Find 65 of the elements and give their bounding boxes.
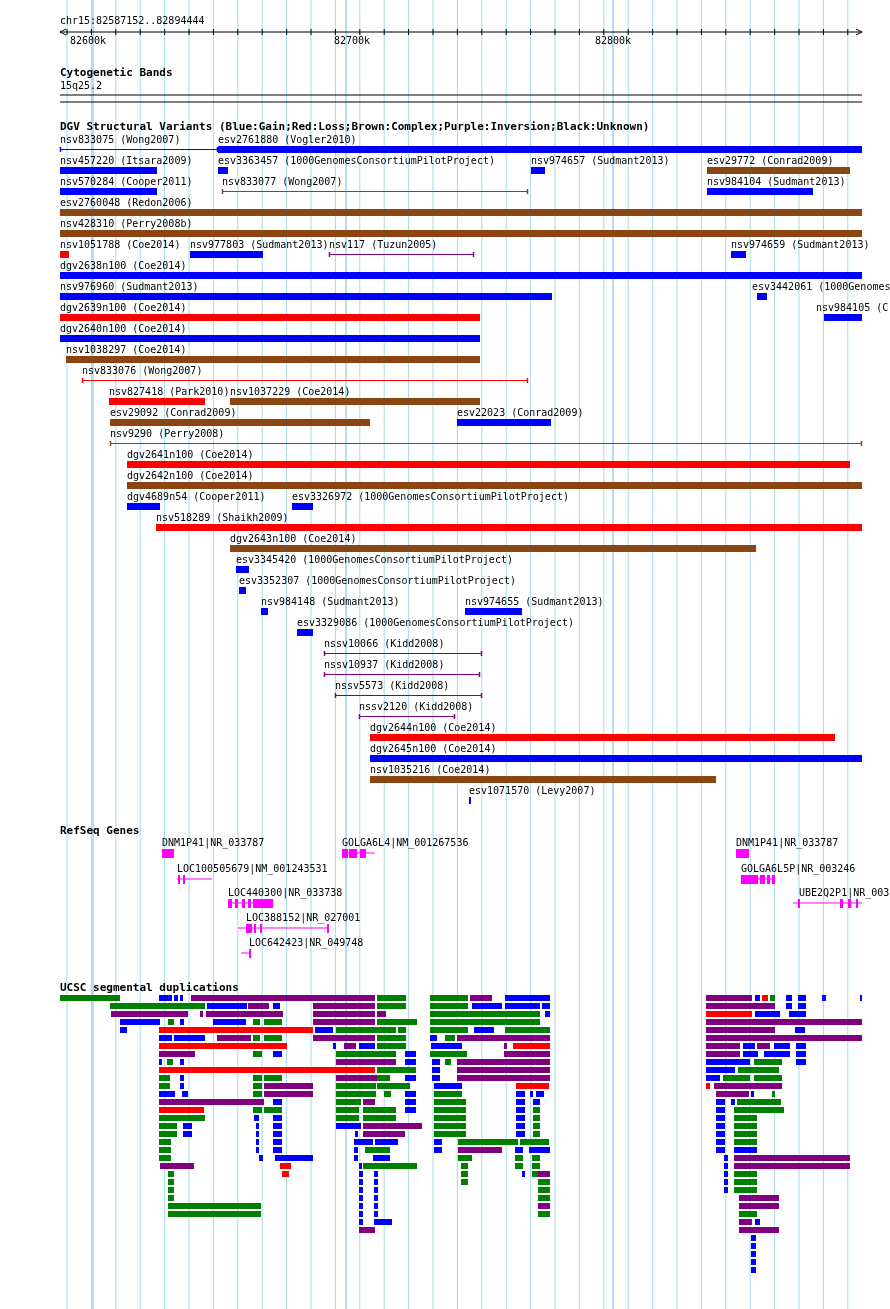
coordinate-label: chr15:82587152..82894444 [60, 15, 205, 27]
variant-label: nsv117 (Tuzun2005) [329, 239, 438, 251]
variant-label: nsv1051788 (Coe2014) [60, 239, 181, 251]
variant-label: dgv2641n100 (Coe2014) [127, 449, 254, 461]
variant-label: nssv10937 (Kidd2008) [324, 659, 445, 671]
gene-label: LOC100505679|NM_001243531 [177, 863, 328, 875]
gene-label: GOLGA6L4|NM_001267536 [342, 837, 469, 849]
variant-label: esv3345420 (1000GenomesConsortiumPilotProject) [236, 554, 513, 566]
variant-label: esv3352307 (1000GenomesConsortiumPilotProject) [239, 575, 516, 587]
track-title: UCSC segmental duplications [60, 982, 239, 994]
variant-label: nssv2120 (Kidd2008) [359, 701, 474, 713]
gene-label: DNM1P41|NR_033787 [162, 837, 265, 849]
variant-label: nsv570284 (Cooper2011) [60, 176, 193, 188]
variant-label: esv22023 (Conrad2009) [457, 407, 584, 419]
variant-label: nsv984105 (C [816, 302, 889, 314]
tick-label: 82700k [334, 35, 371, 47]
variant-label: esv1071570 (Levy2007) [469, 785, 596, 797]
variant-label: nsv833075 (Wong2007) [60, 134, 181, 146]
tick-label: 82800k [595, 35, 632, 47]
variant-label: nsv833077 (Wong2007) [222, 176, 343, 188]
variant-label: esv3329086 (1000GenomesConsortiumPilotProject) [297, 617, 574, 629]
variant-label: dgv4689n54 (Cooper2011) [127, 491, 266, 503]
variant-label: esv3326972 (1000GenomesConsortiumPilotProject) [292, 491, 569, 503]
track-title: Cytogenetic Bands [60, 67, 173, 79]
variant-label: nsv976960 (Sudmant2013) [60, 281, 199, 293]
variant-label: dgv2638n100 (Coe2014) [60, 260, 187, 272]
variant-label: nsv428310 (Perry2008b) [60, 218, 193, 230]
gene-label: DNM1P41|NR_033787 [736, 837, 839, 849]
variant-label: dgv2640n100 (Coe2014) [60, 323, 187, 335]
variant-label: nsv984104 (Sudmant2013) [707, 176, 846, 188]
track-title: RefSeq Genes [60, 825, 140, 837]
variant-label: dgv2645n100 (Coe2014) [370, 743, 497, 755]
variant-label: dgv2639n100 (Coe2014) [60, 302, 187, 314]
variant-label: esv3363457 (1000GenomesConsortiumPilotProject) [218, 155, 495, 167]
variant-label: nsv827418 (Park2010) [109, 386, 230, 398]
variant-label: nssv5573 (Kidd2008) [335, 680, 450, 692]
variant-label: dgv2642n100 (Coe2014) [127, 470, 254, 482]
variant-label: nsv974655 (Sudmant2013) [465, 596, 604, 608]
variant-label: esv3442061 (1000Genomes [752, 281, 890, 293]
variant-label: nsv1035216 (Coe2014) [370, 764, 491, 776]
variant-label: nsv974657 (Sudmant2013) [531, 155, 670, 167]
variant-label: dgv2644n100 (Coe2014) [370, 722, 497, 734]
gene-label: UBE2Q2P1|NR_003 [799, 887, 890, 899]
variant-label: nsv833076 (Wong2007) [82, 365, 203, 377]
variant-label: esv2760048 (Redon2006) [60, 197, 193, 209]
variant-label: nsv9290 (Perry2008) [110, 428, 225, 440]
gene-label: GOLGA6L5P|NR_003246 [741, 863, 856, 875]
variant-label: nsv977803 (Sudmant2013) [190, 239, 329, 251]
variant-label: nsv1037229 (Coe2014) [230, 386, 351, 398]
variant-label: nsv974659 (Sudmant2013) [731, 239, 870, 251]
tick-label: 82600k [70, 35, 107, 47]
gene-label: LOC440300|NR_033738 [228, 887, 343, 899]
variant-label: nsv984148 (Sudmant2013) [261, 596, 400, 608]
variant-label: nsv1038297 (Coe2014) [66, 344, 187, 356]
gene-label: LOC388152|NR_027001 [246, 912, 361, 924]
band-label: 15q25.2 [60, 80, 103, 92]
variant-label: esv29772 (Conrad2009) [707, 155, 834, 167]
variant-label: esv29092 (Conrad2009) [110, 407, 237, 419]
track-title: DGV Structural Variants (Blue:Gain;Red:Loss;Brown:Complex;Purple:Inversion;Black:Unknown) [60, 121, 650, 133]
variant-label: dgv2643n100 (Coe2014) [230, 533, 357, 545]
gene-label: LOC642423|NR_049748 [249, 937, 364, 949]
variant-label: nsv518289 (Shaikh2009) [156, 512, 289, 524]
variant-label: nssv10066 (Kidd2008) [324, 638, 445, 650]
variant-label: nsv457220 (Itsara2009) [60, 155, 193, 167]
variant-label: esv2761880 (Vogler2010) [218, 134, 357, 146]
